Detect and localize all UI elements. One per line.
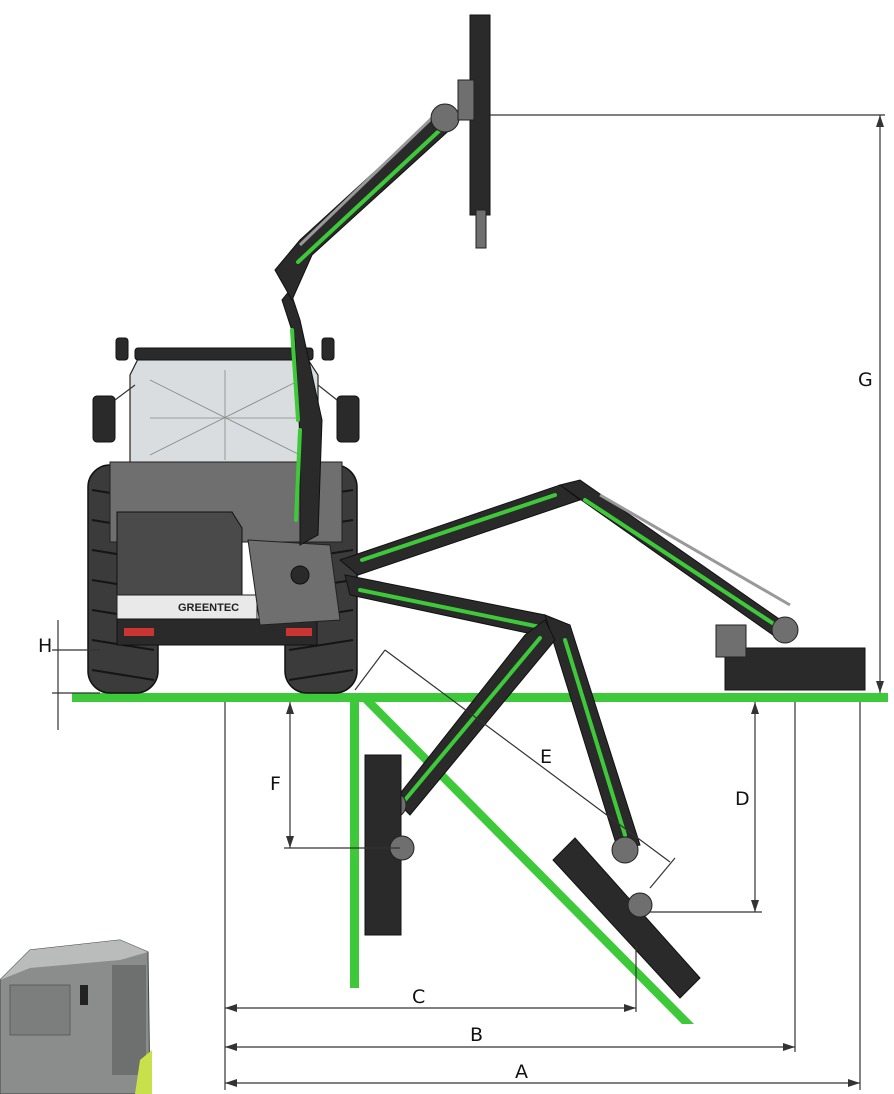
left-work-light	[115, 337, 129, 361]
right-work-light	[321, 337, 335, 361]
cab-roof	[134, 347, 314, 361]
label-h: H	[38, 635, 52, 657]
label-c: C	[412, 986, 425, 1008]
left-tail-light	[124, 628, 154, 636]
pivot-joint	[290, 565, 310, 585]
tank-handle	[80, 985, 88, 1005]
ground-lines	[72, 693, 888, 1024]
dimension-e-line	[384, 649, 671, 863]
mower-gearbox-vertical	[457, 79, 475, 121]
label-a: A	[515, 1061, 528, 1083]
mower-gearbox-horizontal	[715, 624, 747, 658]
hydraulic-tank-cover	[116, 511, 243, 601]
tractor-cab	[129, 354, 319, 466]
flail-mower-head-horizontal	[724, 647, 866, 691]
mower-gearbox-slope	[627, 892, 653, 918]
head-pivot-vertical	[430, 103, 460, 133]
hydraulic-cylinder-vertical	[298, 116, 434, 247]
tractor-rear-view: GREENTEC	[87, 337, 360, 694]
brand-logo-text: GREENTEC	[178, 602, 239, 614]
dimension-lines	[52, 114, 885, 1090]
cab-glass-reflection	[149, 370, 301, 460]
head-pivot-slope	[611, 836, 639, 864]
boom-arm-vertical	[274, 14, 491, 546]
boom-arm-bank	[364, 619, 556, 936]
label-d: D	[735, 788, 750, 810]
label-e: E	[540, 746, 552, 768]
left-mirror	[92, 395, 116, 443]
head-pivot-horizontal	[771, 616, 799, 644]
mower-roller-vertical	[475, 209, 487, 249]
right-mirror	[336, 395, 360, 443]
label-b: B	[470, 1024, 483, 1046]
flail-mower-head-slope	[552, 837, 701, 999]
label-f: F	[270, 773, 281, 795]
label-g: G	[858, 369, 873, 391]
arm-mounting-frame	[247, 539, 341, 626]
inset-tank-photo	[0, 939, 152, 1094]
vertical-bank-line	[350, 693, 359, 988]
dimension-labels: G H D F E C B A	[38, 369, 873, 1083]
hydraulic-cylinder-horizontal	[599, 493, 791, 607]
right-tail-light	[286, 628, 312, 636]
boom-arm-slope	[344, 574, 701, 999]
boom-arm-horizontal	[338, 479, 866, 691]
